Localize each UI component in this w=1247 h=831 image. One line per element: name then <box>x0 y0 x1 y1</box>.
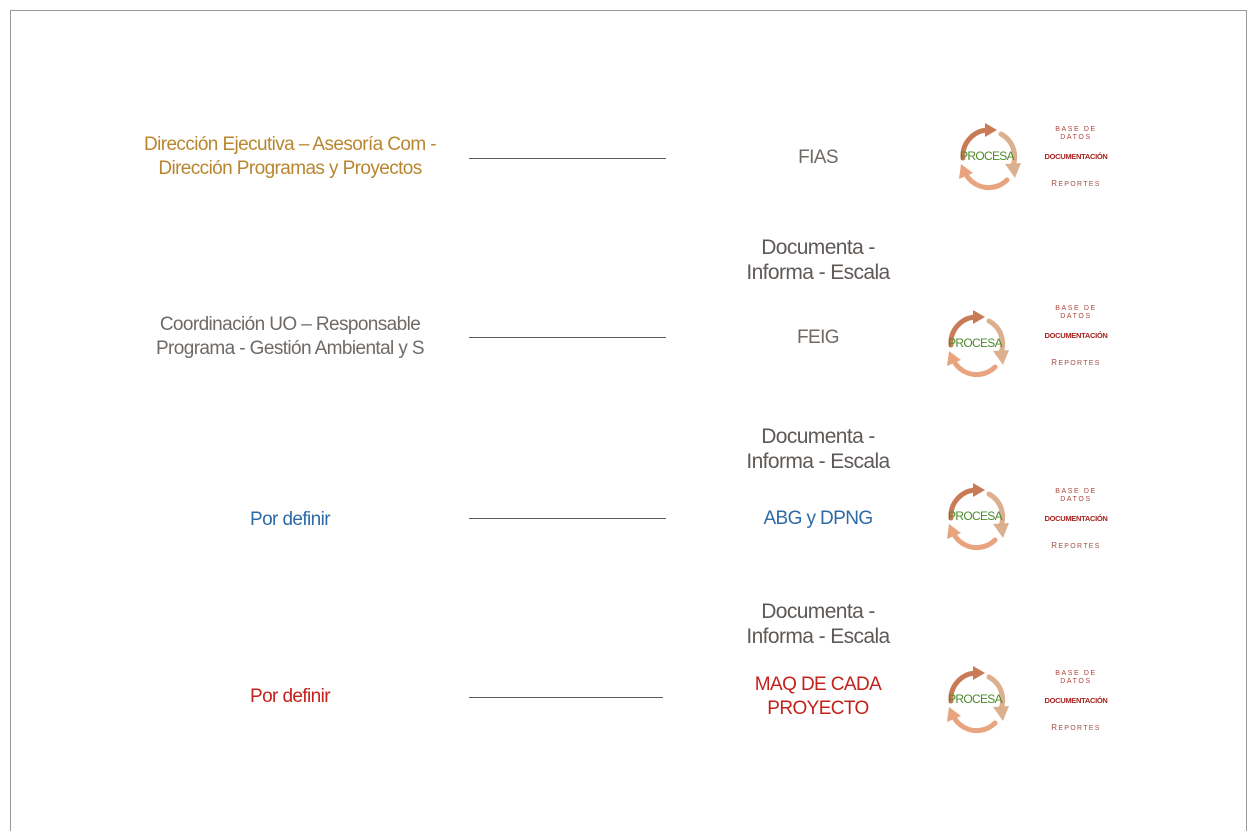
row4-documentacion: DOCUMENTACIÓN <box>1044 696 1108 705</box>
row1-unit-line1: FIAS <box>798 147 838 168</box>
row3-base-de-datos: BASE DE DATOS <box>1016 488 1136 504</box>
row3-reportes: REPORTES <box>1016 541 1136 550</box>
cycle-arrows-icon <box>947 666 1009 734</box>
row4-unit-line1: MAQ DE CADA <box>754 674 882 695</box>
row2-base-line1: BASE DE <box>1055 305 1097 312</box>
row1-reportes: REPORTES <box>1016 179 1136 188</box>
row2-unit-label: FEIG <box>708 326 928 350</box>
row4-unit-label: MAQ DE CADA PROYECTO <box>708 673 928 721</box>
row3-reportes-first: R <box>1051 541 1059 550</box>
row4-connector <box>469 697 663 698</box>
row2-responsible-line2: Programa - Gestión Ambiental y S <box>155 338 425 359</box>
row1-base-line2: DATOS <box>1060 134 1092 141</box>
row2-documentacion: DOCUMENTACIÓN <box>1044 331 1108 340</box>
row4-reportes-first: R <box>1051 723 1059 732</box>
cycle-arrows-icon <box>947 310 1009 378</box>
row1-responsible-label: Dirección Ejecutiva – Asesoría Com - Dir… <box>100 133 480 181</box>
row4-responsible-label: Por definir <box>100 685 480 709</box>
row2-reportes: REPORTES <box>1016 358 1136 367</box>
row3-unit-label: ABG y DPNG <box>708 507 928 531</box>
row4-documenta-line1: Documenta - <box>761 600 875 623</box>
row3-connector <box>469 518 666 519</box>
row2-documenta-line2: Informa - Escala <box>746 261 890 284</box>
row2-unit-line1: FEIG <box>797 327 840 348</box>
row2-responsible-label: Coordinación UO – Responsable Programa -… <box>90 313 490 361</box>
row1-procesa-label: PROCESA <box>960 149 1014 163</box>
row3-reportes-rest: EPORTES <box>1058 543 1101 550</box>
row3-responsible-label: Por definir <box>100 508 480 532</box>
row2-connector <box>469 337 666 338</box>
row3-process-cycle: PROCESA <box>933 474 1017 558</box>
row3-base-line2: DATOS <box>1060 496 1092 503</box>
row3-unit-line1: ABG y DPNG <box>763 508 873 529</box>
row2-process-cycle: PROCESA <box>933 301 1017 385</box>
row4-procesa-label: PROCESA <box>948 692 1002 706</box>
row2-reportes-rest: EPORTES <box>1058 360 1101 367</box>
row4-reportes: REPORTES <box>1016 723 1136 732</box>
row1-base-de-datos: BASE DE DATOS <box>1016 126 1136 142</box>
row3-documentacion: DOCUMENTACIÓN <box>1044 514 1108 523</box>
cycle-arrows-icon <box>959 123 1021 191</box>
row4-responsible-line1: Por definir <box>250 686 331 707</box>
row4-base-de-datos: BASE DE DATOS <box>1016 670 1136 686</box>
row4-process-cycle: PROCESA <box>933 657 1017 741</box>
row4-base-line1: BASE DE <box>1055 670 1097 677</box>
row4-base-line2: DATOS <box>1060 678 1092 685</box>
row3-base-line1: BASE DE <box>1055 488 1097 495</box>
row1-reportes-first: R <box>1051 179 1059 188</box>
row2-procesa-label: PROCESA <box>948 336 1002 350</box>
row1-reportes-rest: EPORTES <box>1058 181 1101 188</box>
row2-base-line2: DATOS <box>1060 313 1092 320</box>
row2-documenta-line1: Documenta - <box>761 236 875 259</box>
row4-reportes-rest: EPORTES <box>1058 725 1101 732</box>
row2-reportes-first: R <box>1051 358 1059 367</box>
row1-unit-label: FIAS <box>708 146 928 170</box>
row3-documenta-line2: Informa - Escala <box>746 450 890 473</box>
row2-documenta-label: Documenta - Informa - Escala <box>698 235 938 285</box>
row3-procesa-label: PROCESA <box>948 509 1002 523</box>
row1-responsible-line2: Dirección Programas y Proyectos <box>158 158 422 179</box>
row2-base-de-datos: BASE DE DATOS <box>1016 305 1136 321</box>
row4-documenta-label: Documenta - Informa - Escala <box>698 599 938 649</box>
row1-base-line1: BASE DE <box>1055 126 1097 133</box>
row1-connector <box>469 158 666 159</box>
row1-responsible-line1: Dirección Ejecutiva – Asesoría Com - <box>143 134 437 155</box>
row3-documenta-label: Documenta - Informa - Escala <box>698 424 938 474</box>
row3-responsible-line1: Por definir <box>250 509 331 530</box>
row1-process-cycle: PROCESA <box>945 114 1029 198</box>
row4-unit-line2: PROYECTO <box>767 698 869 719</box>
row3-documenta-line1: Documenta - <box>761 425 875 448</box>
cycle-arrows-icon <box>947 483 1009 551</box>
row1-documentacion: DOCUMENTACIÓN <box>1044 152 1108 161</box>
row2-responsible-line1: Coordinación UO – Responsable <box>159 314 421 335</box>
row4-documenta-line2: Informa - Escala <box>746 625 890 648</box>
